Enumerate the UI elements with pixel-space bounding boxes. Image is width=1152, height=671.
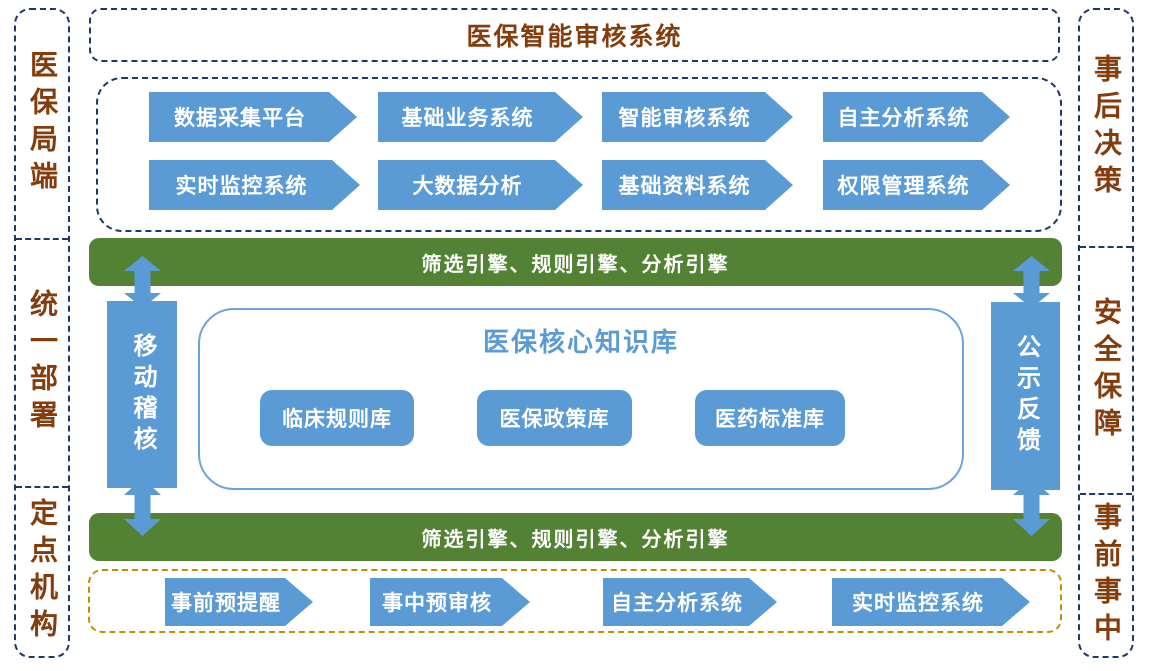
right-rail-section-post: 事后决策	[1080, 10, 1132, 248]
right-rail: 事后决策 安全保障 事前事中	[1078, 8, 1134, 658]
arrow-in-process-audit: 事中预审核	[370, 578, 530, 626]
publicity-feedback-box: 公示反馈	[991, 302, 1060, 490]
knowledge-base-title: 医保核心知识库	[482, 327, 679, 357]
left-rail-section-institution: 定点机构	[16, 488, 68, 656]
publicity-feedback-label: 公示反馈	[1012, 334, 1040, 458]
arrow-intelligent-audit: 智能审核系统	[602, 92, 793, 142]
arrow-data-collection: 数据采集平台	[149, 92, 357, 142]
clinical-rule-library: 临床规则库	[260, 390, 414, 446]
mobile-audit-box: 移动稽核	[107, 301, 177, 488]
right-rail-label-pre: 事前事中	[1091, 501, 1122, 650]
arrow-self-analysis: 自主分析系统	[823, 92, 1010, 142]
double-arrow-left-bottom	[124, 478, 161, 536]
engine-bar-bottom-label: 筛选引擎、规则引擎、分析引擎	[421, 528, 730, 551]
right-rail-label-security: 安全保障	[1091, 296, 1122, 445]
arrow-permission-mgmt: 权限管理系统	[823, 160, 1010, 210]
left-rail-section-deploy: 统一部署	[16, 240, 68, 488]
arrow-basic-material: 基础资料系统	[602, 160, 793, 210]
left-rail-label-bureau: 医保局端	[27, 50, 58, 198]
arrow-self-analysis-bottom: 自主分析系统	[603, 578, 777, 626]
mobile-audit-label: 移动稽核	[129, 332, 156, 457]
right-rail-label-post: 事后决策	[1091, 54, 1122, 202]
policy-library: 医保政策库	[477, 390, 632, 446]
page-title: 医保智能审核系统	[466, 23, 683, 51]
arrow-realtime-monitor: 实时监控系统	[149, 160, 360, 210]
left-rail-section-bureau: 医保局端	[16, 10, 68, 240]
arrow-realtime-monitor-bottom: 实时监控系统	[832, 578, 1030, 626]
bottom-systems-box	[88, 569, 1062, 633]
right-rail-section-security: 安全保障	[1080, 248, 1132, 495]
engine-bar-top-label: 筛选引擎、规则引擎、分析引擎	[421, 253, 730, 276]
left-rail-label-deploy: 统一部署	[27, 289, 58, 437]
engine-bar-top: 筛选引擎、规则引擎、分析引擎	[89, 238, 1062, 286]
arrow-basic-business: 基础业务系统	[378, 92, 583, 142]
medicine-standard-library: 医药标准库	[695, 390, 845, 446]
knowledge-base-box: 医保核心知识库 临床规则库 医保政策库 医药标准库	[198, 308, 964, 490]
right-rail-section-pre: 事前事中	[1080, 495, 1132, 656]
double-arrow-left-top	[124, 256, 161, 308]
double-arrow-right-bottom	[1013, 478, 1050, 536]
title-box: 医保智能审核系统	[89, 8, 1060, 62]
double-arrow-right-top	[1013, 256, 1050, 308]
arrow-big-data: 大数据分析	[378, 160, 583, 210]
left-rail-label-institution: 定点机构	[27, 498, 58, 646]
arrow-pre-reminder: 事前预提醒	[165, 578, 313, 626]
top-systems-box	[96, 77, 1062, 232]
left-rail: 医保局端 统一部署 定点机构	[14, 8, 70, 658]
engine-bar-bottom: 筛选引擎、规则引擎、分析引擎	[89, 513, 1062, 561]
